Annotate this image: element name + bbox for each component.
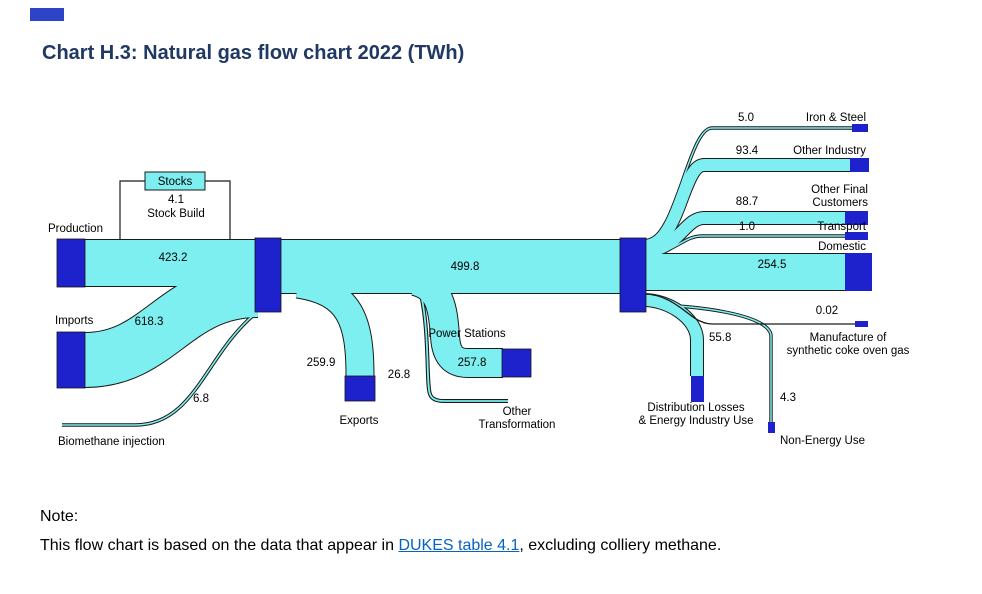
chart-title: Chart H.3: Natural gas flow chart 2022 (…: [42, 42, 465, 64]
flow-other-industry-outline: [642, 158, 852, 253]
node-non-energy: [768, 422, 775, 433]
flow-non-energy-outline: [643, 303, 773, 430]
iron-steel-value: 5.0: [738, 112, 754, 124]
power-stations-value: 257.8: [458, 357, 487, 369]
other-industry-value: 93.4: [736, 145, 759, 157]
node-iron-steel: [852, 124, 868, 132]
flow-other-industry: [642, 159, 852, 252]
note-heading: Note:: [40, 508, 79, 525]
flow-exports-outline: [295, 269, 375, 377]
flow-other-transformation: [419, 289, 508, 402]
other-transformation-value: 26.8: [388, 369, 410, 381]
flow-power-stations-outline: [410, 266, 503, 378]
node-distribution-losses: [691, 376, 704, 402]
flow-other-final-customers: [643, 212, 847, 257]
flow-distribution-losses: [643, 294, 703, 376]
stocks-label: Stocks: [158, 176, 193, 188]
non-energy-value: 4.3: [780, 392, 796, 404]
power-stations-label: Power Stations: [428, 328, 506, 340]
flow-exports: [295, 270, 374, 377]
other-transformation-label-2: Transformation: [479, 419, 556, 431]
flow-stock-build: [119, 180, 231, 241]
node-transport: [845, 232, 868, 240]
coke-oven-gas-label-1: Manufacture of: [810, 332, 888, 344]
non-energy-label: Non-Energy Use: [780, 435, 865, 447]
biomethane-label: Biomethane injection: [58, 436, 165, 448]
flow-distribution-losses-outline: [643, 293, 704, 376]
domestic-label: Domestic: [818, 241, 866, 253]
flow-power-stations: [410, 267, 503, 377]
note-body: This flow chart is based on the data tha…: [40, 537, 721, 555]
other-transformation-label-1: Other: [503, 406, 532, 418]
other-final-customers-label-2: Customers: [812, 197, 868, 209]
coke-oven-gas-value: 0.02: [816, 305, 838, 317]
flow-coke-oven-gas: [643, 293, 862, 325]
distribution-losses-value: 55.8: [709, 332, 731, 344]
stocks-box: [144, 171, 206, 191]
flow-biomethane-outline: [62, 311, 258, 427]
flow-imports-outline: [83, 262, 260, 388]
flow-other-final-customers-outline: [643, 211, 847, 258]
accent-bar: [30, 8, 64, 21]
flow-non-energy: [643, 304, 772, 430]
flow-imports: [83, 263, 260, 387]
other-industry-label: Other Industry: [793, 145, 866, 157]
node-imports: [56, 331, 86, 389]
stocks-value: 4.1: [168, 194, 184, 206]
distribution-losses-label-2: & Energy Industry Use: [638, 415, 753, 427]
node-exports: [344, 375, 376, 402]
dukes-table-link[interactable]: DUKES table 4.1: [398, 537, 520, 554]
node-supply-junction: [254, 237, 282, 313]
flow-biomethane: [62, 312, 257, 426]
imports-label: Imports: [55, 315, 94, 327]
biomethane-value: 6.8: [193, 393, 209, 405]
transport-label: Transport: [817, 221, 867, 233]
stock-build-label: Stock Build: [147, 208, 205, 220]
flow-transport-outline: [643, 234, 847, 256]
imports-value: 618.3: [135, 316, 164, 328]
flow-iron-steel: [643, 127, 858, 243]
node-domestic: [845, 253, 872, 291]
exports-label: Exports: [340, 415, 379, 427]
other-final-customers-value: 88.7: [736, 196, 758, 208]
transport-value: 1.0: [739, 221, 755, 233]
node-other-industry: [850, 158, 869, 172]
note-text-before: This flow chart is based on the data tha…: [40, 537, 399, 554]
node-production: [56, 238, 86, 288]
distribution-losses-label-1: Distribution Losses: [647, 402, 744, 414]
domestic-value: 254.5: [758, 259, 787, 271]
node-demand-junction: [619, 237, 647, 313]
production-value: 423.2: [159, 252, 188, 264]
node-other-final-customers: [845, 211, 868, 225]
note-text-after: , excluding colliery methane.: [519, 537, 722, 554]
production-label: Production: [48, 223, 103, 235]
flow-other-transformation-outline: [418, 289, 508, 403]
coke-oven-gas-label-2: synthetic coke oven gas: [787, 345, 910, 357]
node-power-stations: [501, 348, 532, 378]
iron-steel-label: Iron & Steel: [806, 112, 866, 124]
flow-transport: [643, 235, 847, 255]
other-final-customers-label-1: Other Final: [811, 184, 868, 196]
to-demand-value: 499.8: [451, 261, 480, 273]
flow-iron-steel-outline: [643, 126, 858, 244]
node-coke-oven-gas: [855, 321, 868, 327]
exports-value: 259.9: [307, 357, 336, 369]
